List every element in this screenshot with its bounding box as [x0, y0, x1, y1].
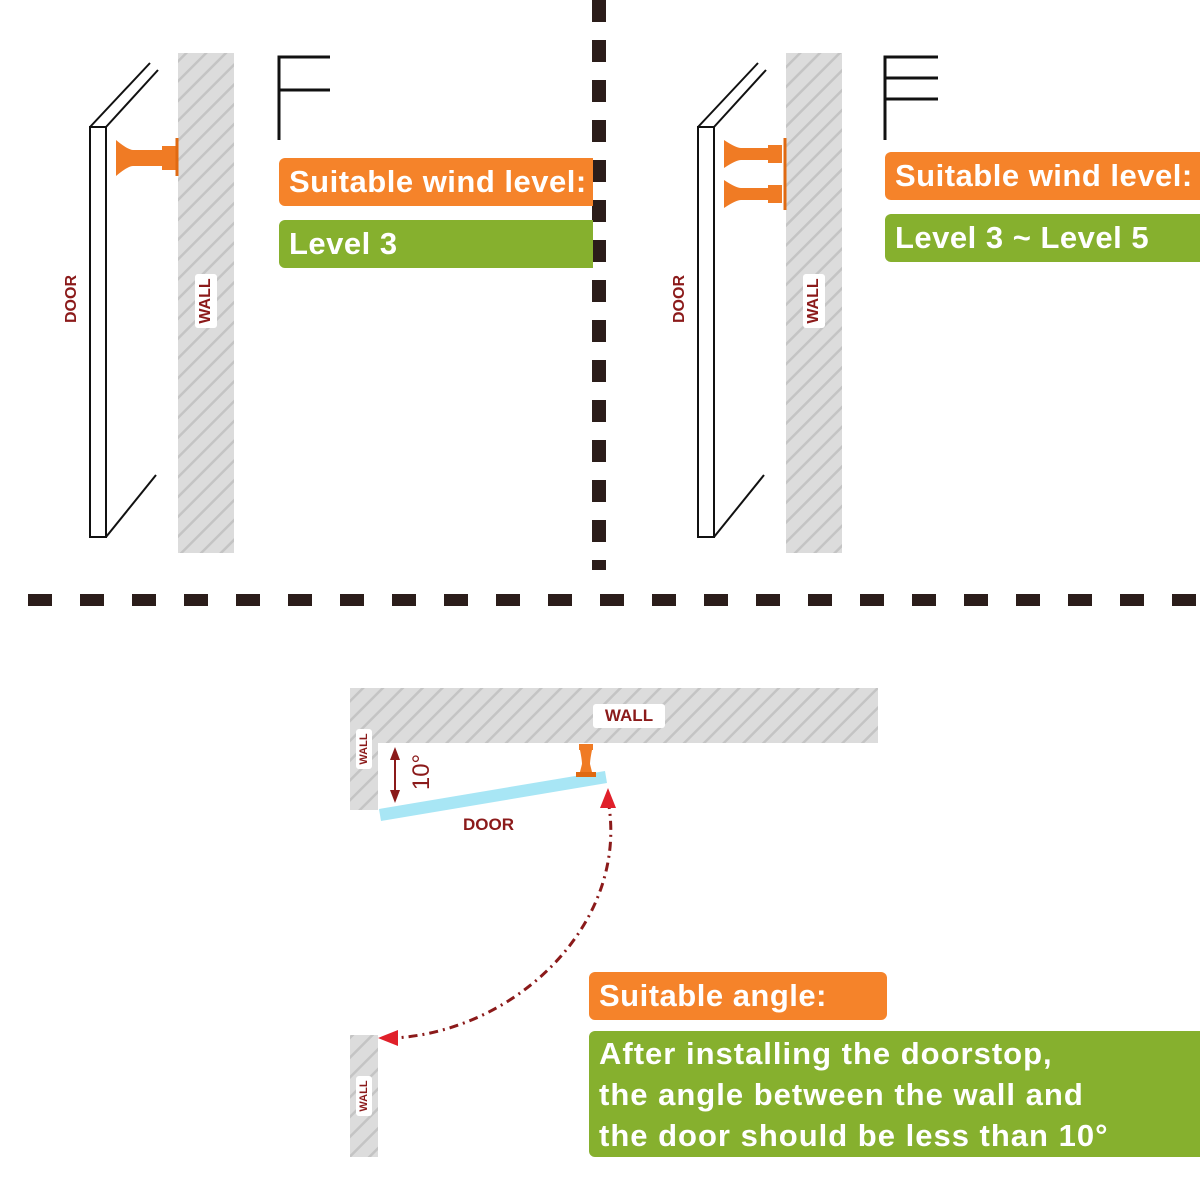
left-wind-value: Level 3	[279, 220, 593, 268]
arrowhead-up-icon	[600, 788, 616, 808]
angle-value-label: 10°	[408, 753, 435, 791]
angle-arc	[390, 747, 400, 803]
side-wall-label: WALL	[356, 729, 372, 769]
right-door	[697, 126, 715, 538]
right-panel-drawing	[697, 53, 938, 553]
left-wall-label: WALL	[195, 274, 217, 328]
description-line-3: the door should be less than 10°	[599, 1117, 1109, 1153]
angled-door	[379, 771, 607, 821]
swing-arrow	[378, 788, 616, 1046]
angle-door-label: DOOR	[463, 815, 514, 834]
double-hook-icon	[883, 55, 938, 140]
right-wind-value: Level 3 ~ Level 5	[885, 214, 1200, 262]
description-line-1: After installing the doorstop,	[599, 1035, 1053, 1071]
left-door-label: DOOR	[63, 275, 80, 323]
angle-title: Suitable angle:	[589, 972, 887, 1020]
right-wall-label: WALL	[803, 274, 825, 328]
bottom-wall-label: WALL	[356, 1076, 372, 1116]
right-doorstop-icon-top	[724, 140, 782, 168]
angle-panel-drawing	[350, 688, 878, 1157]
angle-description: After installing the doorstop, the angle…	[589, 1031, 1200, 1157]
right-door-label: DOOR	[671, 275, 688, 323]
angle-doorstop-icon	[576, 744, 596, 777]
description-line-2: the angle between the wall and	[599, 1076, 1084, 1112]
left-wind-title: Suitable wind level:	[279, 158, 593, 206]
single-hook-icon	[277, 55, 330, 140]
left-door	[89, 126, 107, 538]
right-doorstop-icon-bottom	[724, 180, 782, 208]
right-wind-title: Suitable wind level:	[885, 152, 1200, 200]
arrowhead-left-icon	[378, 1030, 398, 1046]
left-doorstop-icon	[116, 138, 179, 176]
top-wall-label: WALL	[593, 704, 665, 728]
